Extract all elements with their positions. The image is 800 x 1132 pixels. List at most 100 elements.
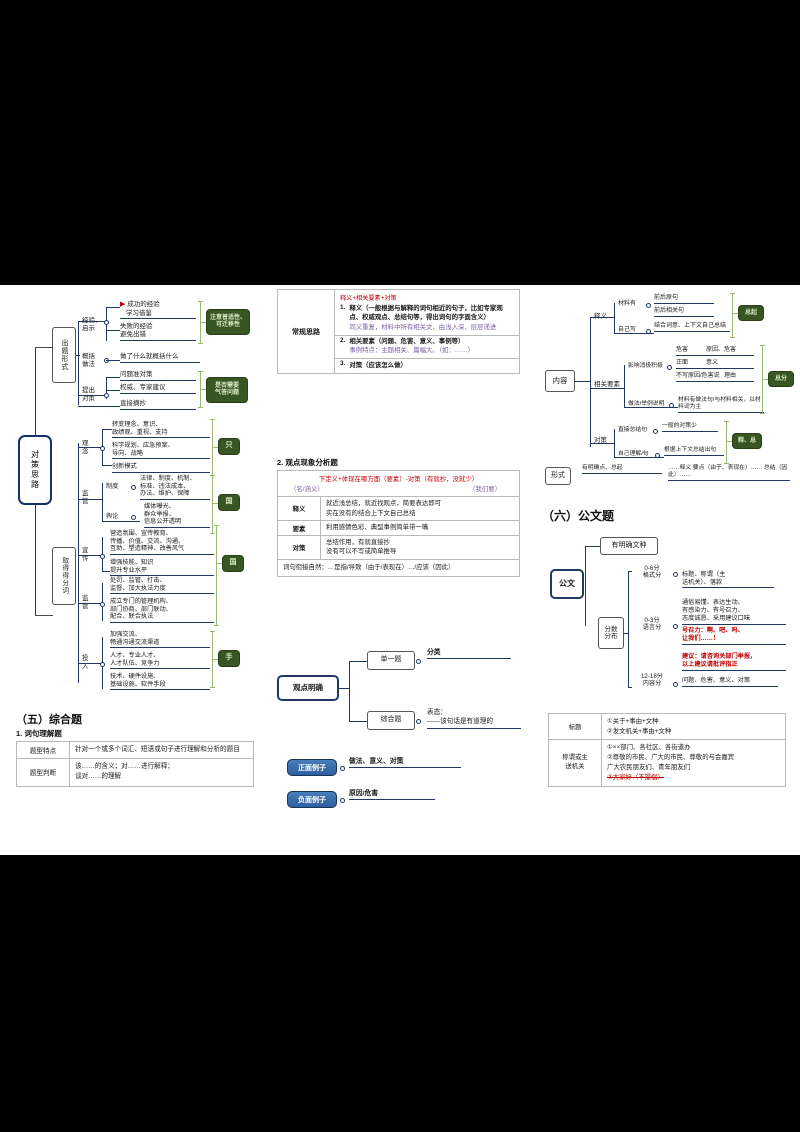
t1-cell-2: 2. 相关要素（问题、危害、意义、事例等） 事例特点：主题相关、篇幅大。（如：……	[334, 335, 520, 360]
right-form-node[interactable]: 形式	[545, 467, 571, 485]
left-h5-leaf-3: 技术、硬件设施、基础设施、软件手段	[110, 673, 210, 691]
right-g1-sub-2: 自己写	[618, 327, 637, 333]
left-g3-label: 提出对策	[82, 387, 95, 402]
bl-table: 题型特点 针对一个或多个词汇、短语或句子进行理解和分析的题目 题型判断 该……的…	[16, 740, 254, 787]
right-g1-leaf-3: 结合词意、上下文自己总结	[654, 323, 730, 333]
left-h2-sub-2: 舆论	[106, 513, 119, 520]
left-h4-leaf-2: 成立专门的管理机构、部门协商、部门联动、配合、联合执法	[110, 598, 214, 623]
right-g3-sub-2: 自己理解/句	[618, 451, 649, 457]
notes-sheet: 对策思路 出题形式 经验、启示 ▶ 成功的经验学习借鉴 失败的经验避免出错	[0, 285, 800, 855]
left-g1-label: 经验、启示	[82, 317, 102, 332]
chip-positive-leaf: 做法、意义、对策	[349, 758, 461, 769]
left-h2-leaf-1: 法律、制度、机制、标准、违法成本、办法、维护、保障	[140, 475, 210, 500]
right-badge-3: 释、总	[732, 433, 762, 449]
t2-label-2: 要素	[277, 520, 321, 536]
right-g3-sub-1: 直接总结句	[618, 427, 647, 433]
br-t-line-2a: ①××部门、各社区、各街道办	[607, 744, 691, 752]
br-node-top[interactable]: 有明确文种	[600, 537, 658, 555]
br-root[interactable]: 公文	[550, 569, 584, 599]
t1-head-red: 释义+相关要素+对策	[340, 295, 397, 302]
left-g3-leaf-2: 权威、专家建议	[120, 384, 196, 394]
center-table-2-wrap: 2. 观点现象分析题 下定义+体现在哪方面（要素）-对策（有就抄，没就少） （名…	[277, 457, 520, 577]
left-h1-label: 观念	[82, 440, 89, 455]
br-t-line-1b: ②发文机关+事由+文种	[607, 727, 672, 735]
br-leaf-2-red-1: 号召力：啊、吧、吗、 让我们……！	[682, 619, 786, 646]
chip-negative[interactable]: 负面例子	[287, 791, 337, 808]
t2-text-2: 利用感情色彩、典型事例简单带一嘴	[320, 520, 520, 536]
t1-cell-1: 释义+相关要素+对策 1. 释义（一般根据与解释的词句相近的句子，比如专家观点、…	[334, 289, 520, 336]
br-t-line-2b: ②尊敬的市民、广大的市民、尊敬的与会嘉宾	[607, 754, 735, 762]
left-map-root[interactable]: 对策思路	[18, 435, 52, 505]
t1-no-2: 2.	[340, 336, 346, 344]
left-branch-1[interactable]: 出题形式	[52, 327, 76, 383]
t2-label-3: 对策	[277, 534, 321, 561]
letterbox-top	[0, 0, 800, 285]
left-badge-4: 国	[218, 494, 240, 511]
right-form-text-1: 有明确点、总起	[582, 465, 662, 475]
flow-child-1-leaf: 分类	[427, 649, 511, 660]
chip-positive[interactable]: 正面例子	[287, 759, 337, 776]
br-leaf-2-red-2: 建议：请咨询关部门举报， 以上建议请批评指正	[682, 645, 786, 672]
right-g2-leaf-3: 不写原因/危害说理由	[676, 373, 754, 383]
br-leaf-1: 标题、称谓（主 送机关）、落款	[682, 563, 774, 589]
left-g2-label: 概括做法	[82, 353, 95, 368]
br-mid[interactable]: 分数 分布	[598, 617, 624, 649]
br-table: 标题 ①关于+事由+文种 ②发文机关+事由+文种 称谓或主 送机关 ①××部门、…	[548, 712, 786, 787]
bl-label-2: 题型判断	[16, 758, 70, 787]
flow-root[interactable]: 观点明确	[277, 675, 339, 701]
flow-child-2-leaf: 表态： ——该句话是有道理的	[427, 699, 521, 729]
br-t-cell-2: ①××部门、各社区、各街道办 ②尊敬的市民、广大的市民、尊敬的与会嘉宾 广大农民…	[601, 739, 786, 787]
flow-child-2[interactable]: 综合题	[367, 711, 415, 730]
left-g1-leaf-1: ▶ 成功的经验学习借鉴	[120, 301, 196, 320]
right-g1-sub-1: 材料有	[618, 301, 637, 307]
left-h2-sub-1: 制度	[106, 483, 119, 490]
t2-label-1: 释义	[277, 495, 321, 522]
left-h3-label: 宣传	[82, 547, 89, 562]
left-h3-leaf-2: 增强技能、知识提升专业水平	[110, 559, 214, 577]
left-h1-leaf-3: 创新模式	[112, 463, 210, 473]
left-badge-6: 手	[218, 650, 240, 667]
right-g2-sub-1: 影响消极积极	[628, 363, 663, 369]
right-g2-leaf-4: 材料有做法句/与材料相关，以材料词为主	[678, 397, 764, 414]
bl-sub-title: 1. 词句理解题	[16, 729, 62, 738]
t1-main-1: 释义（一般根据与解释的词句相近的句子，比如专家观点、权威观点、总结句等，得出词句…	[349, 305, 503, 322]
center-flow: 观点明确 单一题 分类 综合题 表态： ——该句话是有道理的	[277, 647, 521, 757]
right-map-root[interactable]: 内容	[545, 370, 575, 392]
t1-main-3: 对策（应该怎么做）	[349, 362, 407, 370]
br-t-label-2: 称谓或主 送机关	[548, 739, 602, 787]
right-badge-1: 总起	[738, 305, 764, 321]
left-g3-leaf-1: 问题准对策	[120, 371, 196, 381]
t1-sub-1: 同义重复，材料中所有相关文，由浅入深、层层递进	[349, 323, 497, 331]
chip-negative-leaf: 原因/危害	[349, 790, 435, 801]
left-h5-leaf-2: 人才、专业人才、人才队伍、竞争力	[110, 652, 210, 670]
t2-footer: 词句衔接自然：…是指/导致（由于/表现在）…/应该（因此）	[277, 559, 520, 577]
left-h1-leaf-2: 科学规划、应急预案、导向、战略	[112, 442, 210, 460]
br-score-1: 0-6分 格式分	[642, 565, 662, 580]
t2-formula-right: （我们要）	[469, 486, 501, 493]
center-table-2: 下定义+体现在哪方面（要素）-对策（有就抄，没就少） （名/涵义） （我们要） …	[277, 470, 520, 577]
bl-text-1: 针对一个或多个词汇、短语或句子进行理解和分析的题目	[69, 740, 254, 760]
right-g3-leaf-1: 一般的对策少	[662, 423, 718, 433]
left-h5-label: 投入	[82, 655, 89, 670]
br-t-cell-1: ①关于+事由+文种 ②发文机关+事由+文种	[601, 712, 786, 741]
bl-section-title: （五）综合题	[16, 714, 82, 726]
t1-sub-2: 事例特点：主题相关、篇幅大。（如：……）	[349, 347, 474, 355]
left-badge-5: 国	[222, 555, 244, 572]
t2-formula: 下定义+体现在哪方面（要素）-对策（有就抄，没就少） （名/涵义） （我们要）	[277, 470, 520, 497]
flow-child-1[interactable]: 单一题	[367, 651, 415, 670]
bottom-left-section: （五）综合题 1. 词句理解题 题型特点 针对一个或多个词汇、短语或句子进行理解…	[16, 711, 272, 787]
t1-no-1: 1.	[340, 304, 346, 311]
left-branch-2[interactable]: 取得得分词	[52, 547, 76, 605]
left-h1-leaf-1: 转变理念、意识、政绩观、重视、支持	[112, 421, 210, 439]
br-leaf-3: 问题、危害、意义、对策	[682, 677, 778, 687]
right-g3-leaf-2: 根据上下文总结出句	[664, 447, 724, 457]
center-table-2-title: 2. 观点现象分析题	[277, 458, 338, 467]
right-g1-leaf-2: 前后相关句	[654, 308, 714, 318]
left-h4-leaf-1: 处罚、监管、打击、监督、加大执法力度	[110, 577, 214, 595]
left-badge-2: 是否需要气答问题	[206, 377, 248, 403]
left-g2-leaf-1: 做了什么就概括什么	[120, 353, 200, 363]
br-score-2: 0-3分 语言分	[642, 617, 662, 632]
left-h3-leaf-1: 营造氛围、宣传教育、传播、价值、交流、沟通、互助、塑造精神、改善风气	[110, 530, 214, 555]
br-leaf-2: 通俗易懂、表达生动、 有感染力、有号召力、 态度诚恳、采用建议口味	[682, 591, 786, 626]
